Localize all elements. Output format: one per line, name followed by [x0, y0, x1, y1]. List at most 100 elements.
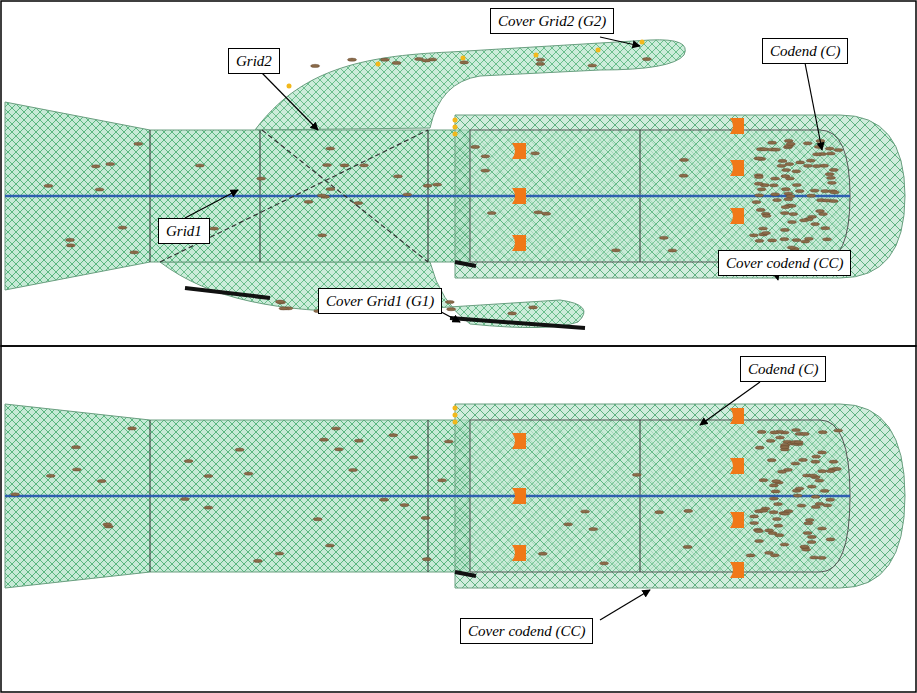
fish [184, 460, 193, 463]
callout-box: Cover Grid1 (G1) [318, 288, 442, 314]
fish [749, 234, 758, 237]
fish [471, 145, 480, 148]
fish [180, 497, 189, 500]
fish [807, 535, 816, 538]
fish [423, 184, 432, 187]
fish [782, 168, 791, 171]
fish [816, 210, 825, 213]
fish [106, 162, 115, 165]
fish [807, 485, 816, 488]
fish [683, 545, 692, 548]
fish [808, 474, 817, 477]
fish [829, 460, 838, 463]
fish [750, 521, 759, 524]
fish [812, 455, 821, 458]
fish [772, 480, 781, 483]
fish [774, 503, 783, 506]
fish [750, 515, 759, 518]
fish [794, 441, 803, 444]
fish [360, 164, 369, 167]
fish [810, 189, 819, 192]
fish [756, 208, 765, 211]
fish [44, 184, 53, 187]
fish [775, 534, 784, 537]
fish [611, 249, 620, 252]
fish [538, 552, 547, 555]
fish [134, 142, 143, 145]
fish [766, 439, 775, 442]
fish [531, 152, 540, 155]
fish [791, 462, 800, 465]
fish [317, 194, 326, 197]
fish [800, 432, 809, 435]
fish [785, 177, 794, 180]
callout-label: Codend (C) [748, 360, 818, 378]
fish [769, 497, 778, 500]
fish [768, 239, 777, 242]
fish [755, 530, 764, 533]
fish [815, 479, 824, 482]
codend-hoops [512, 118, 744, 266]
fish [91, 165, 100, 168]
fish [769, 511, 778, 514]
callout-label: Cover Grid1 (G1) [326, 292, 434, 310]
fish [771, 193, 780, 196]
fish [72, 446, 81, 449]
fish [354, 439, 363, 442]
fish [811, 495, 820, 498]
fish [438, 479, 447, 482]
callout-box: Codend (C) [740, 356, 826, 382]
fish [244, 472, 253, 475]
fish [564, 523, 573, 526]
fish [323, 163, 332, 166]
fish [403, 193, 412, 196]
fish [318, 234, 327, 237]
floats [453, 406, 458, 425]
fish [380, 498, 389, 501]
fish [589, 528, 598, 531]
trawl-net [5, 404, 905, 588]
fish [762, 214, 771, 217]
fish [755, 239, 764, 242]
fish [825, 147, 834, 150]
fish [788, 220, 797, 223]
fish [765, 529, 774, 532]
fish [421, 516, 430, 519]
fish [487, 211, 496, 214]
fish [326, 187, 335, 190]
fish [433, 183, 442, 186]
fish [767, 459, 776, 462]
fish [812, 165, 821, 168]
fish [807, 194, 816, 197]
leader-arrows [185, 37, 822, 620]
callout-label: Cover codend (CC) [726, 254, 843, 272]
callout-label: Grid1 [166, 222, 202, 240]
fish [826, 470, 835, 473]
fish [829, 199, 838, 202]
fish [773, 199, 782, 202]
fish [655, 511, 664, 514]
fish [757, 188, 766, 191]
codend-hoops [512, 408, 744, 578]
fish [659, 236, 668, 239]
fish [210, 227, 219, 230]
fish [792, 428, 801, 431]
fish [349, 468, 358, 471]
callout-label: Cover Grid2 (G2) [498, 12, 606, 30]
fish [787, 246, 796, 249]
fish [780, 446, 789, 449]
fish [780, 228, 789, 231]
fish [796, 161, 805, 164]
fish [746, 554, 755, 557]
fish [445, 300, 454, 303]
fish [97, 480, 106, 483]
floats [287, 40, 645, 137]
callout-box: Grid2 [228, 48, 280, 74]
fish [786, 142, 795, 145]
fish [354, 202, 363, 205]
fish [826, 538, 835, 541]
fish [804, 237, 813, 240]
fish [805, 518, 814, 521]
fish [781, 188, 790, 191]
fish [332, 427, 341, 430]
